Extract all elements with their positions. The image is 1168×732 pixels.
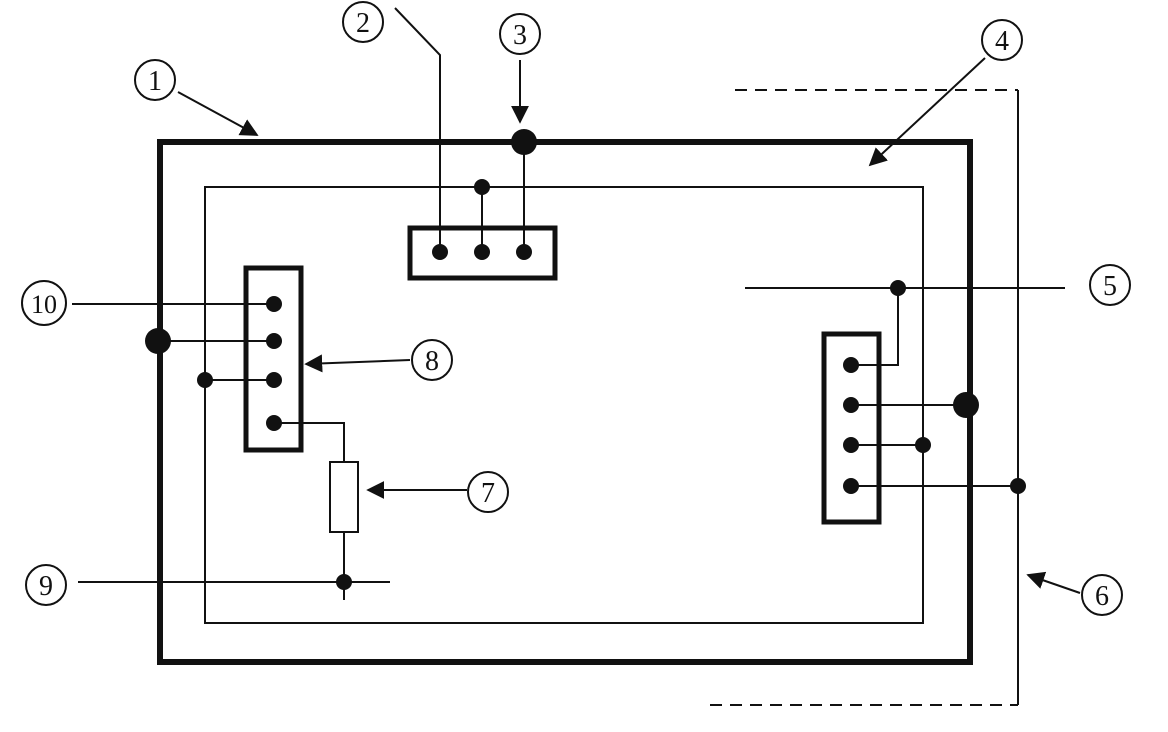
callout-6: 6 bbox=[1081, 574, 1123, 616]
callout-9: 9 bbox=[25, 564, 67, 606]
callout-8: 8 bbox=[411, 339, 453, 381]
callout-7-label: 7 bbox=[481, 478, 495, 509]
callout-10: 10 bbox=[21, 280, 67, 326]
callout-10-label: 10 bbox=[31, 290, 57, 319]
top-inner-junction bbox=[474, 179, 490, 195]
right-outer-junction bbox=[1010, 478, 1026, 494]
top-frame-junction bbox=[511, 129, 537, 155]
callout-4-label: 4 bbox=[995, 26, 1009, 57]
callout-1-label: 1 bbox=[148, 66, 162, 97]
callout-2: 2 bbox=[342, 1, 384, 43]
callout-5-label: 5 bbox=[1103, 271, 1117, 302]
outer-loop-right bbox=[710, 89, 1019, 706]
callout-8-label: 8 bbox=[425, 346, 439, 377]
resistor bbox=[329, 461, 359, 533]
leader-arrows bbox=[177, 57, 1081, 594]
right-top-junction bbox=[890, 280, 906, 296]
callout-1: 1 bbox=[134, 59, 176, 101]
callout-4: 4 bbox=[981, 19, 1023, 61]
callout-9-label: 9 bbox=[39, 571, 53, 602]
callout-7: 7 bbox=[467, 471, 509, 513]
inner-loop bbox=[204, 186, 924, 624]
top-terminal-wires bbox=[394, 7, 525, 252]
right-frame-junction bbox=[953, 392, 979, 418]
ground-junction bbox=[336, 574, 352, 590]
left-frame-junction bbox=[145, 328, 171, 354]
left-inner-junction bbox=[197, 372, 213, 388]
callout-5: 5 bbox=[1089, 264, 1131, 306]
callout-3-label: 3 bbox=[513, 20, 527, 51]
callout-2-label: 2 bbox=[356, 8, 370, 39]
callout-3: 3 bbox=[499, 13, 541, 55]
right-inner-junction bbox=[915, 437, 931, 453]
callout-6-label: 6 bbox=[1095, 581, 1109, 612]
left-terminal-wires bbox=[72, 303, 390, 600]
